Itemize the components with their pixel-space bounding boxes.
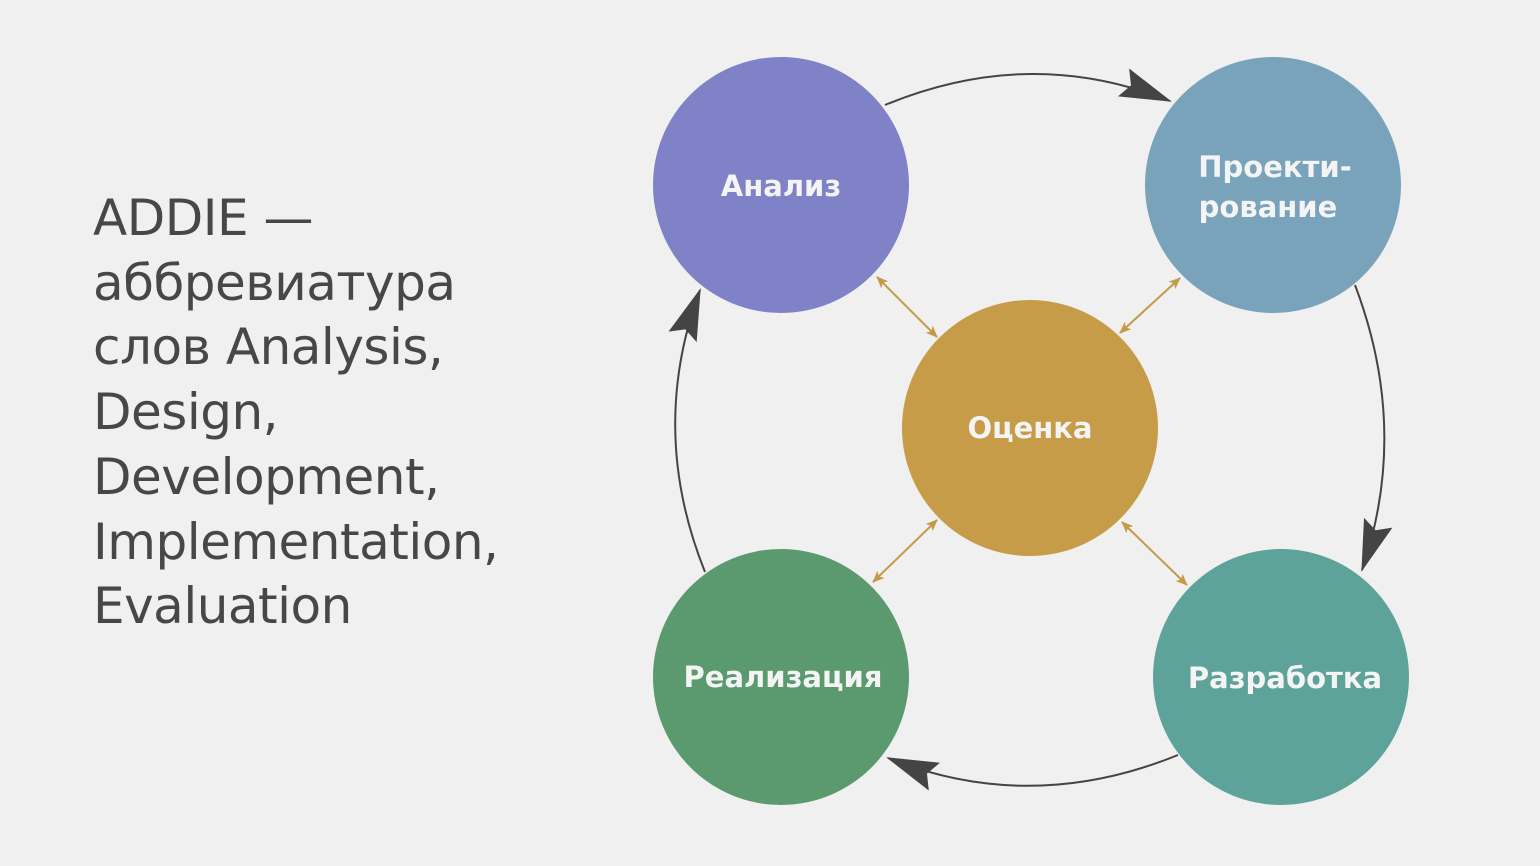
stage-label: рование [1199,190,1338,224]
cycle-arrow-analysis-to-design [884,68,1172,106]
title-line: ADDIE — [93,189,313,247]
title-line: аббревиатура [93,253,456,312]
stage-label: Оценка [967,411,1092,445]
cycle-arrow-design-to-development [1354,284,1393,572]
title-line: слов Analysis, [93,318,444,377]
title-line: Implementation, [93,512,499,571]
evaluation-arrow-design [1119,277,1181,334]
stage-implementation: Реализация [653,549,909,805]
stage-evaluation: Оценка [902,300,1158,556]
stage-design: Проекти- рование [1145,57,1401,313]
diagram-title: ADDIE — аббревиатура слов Analysis, Desi… [93,186,499,639]
title-line: Development, [93,447,440,506]
evaluation-arrow-implementation [872,519,938,583]
title-line: Design, [93,383,279,442]
stage-development: Разработка [1153,549,1409,805]
stage-analysis: Анализ [653,57,909,313]
cycle-arrow-implementation-to-analysis [668,288,706,573]
stage-label: Реализация [684,660,883,694]
stage-label: Проекти- [1198,150,1351,184]
title-line: Evaluation [93,577,352,636]
stage-label: Анализ [721,169,841,203]
stage-label: Разработка [1188,661,1382,695]
evaluation-arrow-development [1121,521,1188,586]
cycle-arrow-development-to-implementation [886,754,1179,791]
evaluation-arrow-analysis [876,276,938,338]
